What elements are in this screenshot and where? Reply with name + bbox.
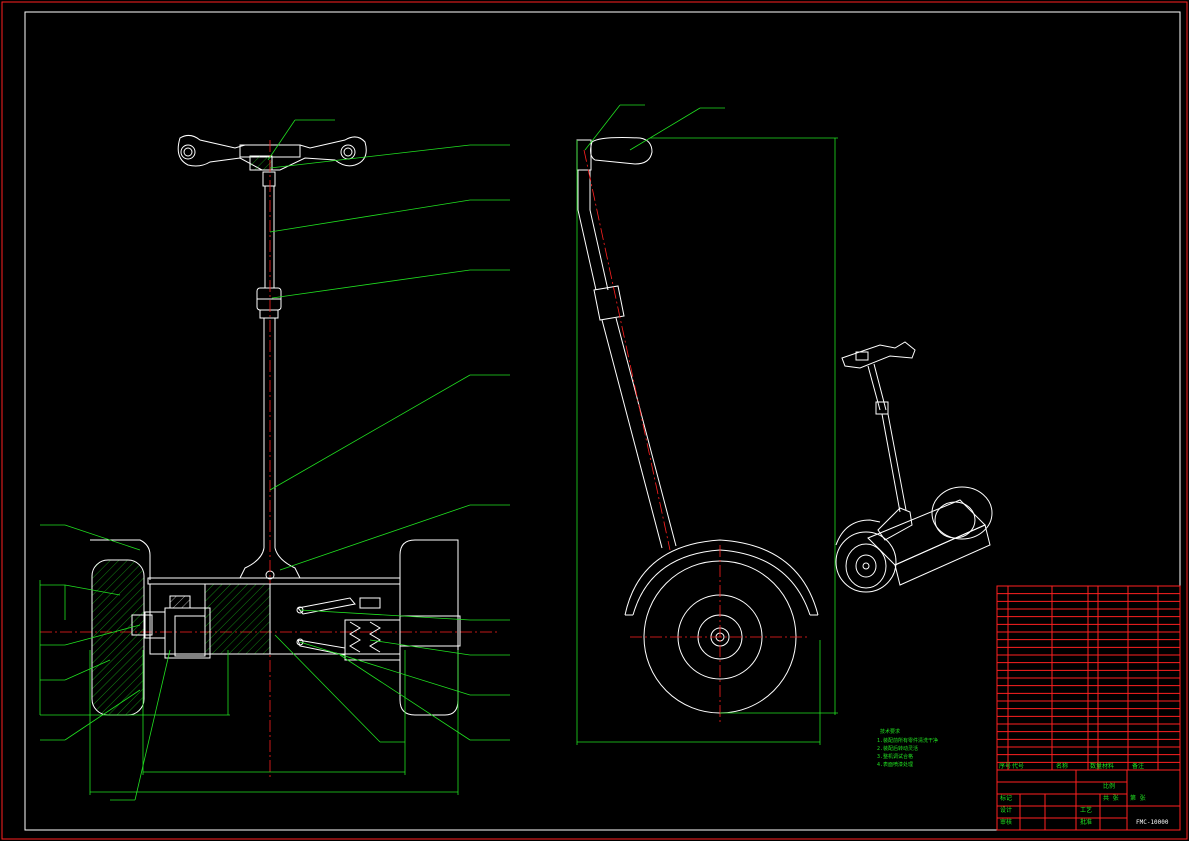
parts-list-header-cell: 数量 xyxy=(1090,762,1102,770)
front-dimensions xyxy=(39,580,459,795)
parts-list-header-cell: 备注 xyxy=(1132,762,1144,770)
scale-label: 比例 xyxy=(1103,782,1115,790)
parts-list-header-cell: 序号 xyxy=(999,762,1011,770)
note-line-3: 3.整机调试合格 xyxy=(877,753,913,760)
notes-heading: 技术要求 xyxy=(880,728,900,735)
front-view xyxy=(39,119,510,801)
note-line-1: 1.装配前所有零件清洗干净 xyxy=(877,737,938,744)
parts-list: 序号代号 名称 数量材料 备注 xyxy=(996,585,1181,771)
title-row-label-1: 标记 xyxy=(1000,794,1012,802)
parts-list-header-cell: 材料 xyxy=(1102,762,1114,770)
note-line-4: 4.表面喷漆处理 xyxy=(877,761,913,768)
parts-list-header-cell: 名称 xyxy=(1056,762,1068,770)
side-view xyxy=(576,104,838,745)
side-handlebar xyxy=(576,137,653,171)
side-column xyxy=(577,149,677,551)
title-row-label-4: 工艺 xyxy=(1080,806,1092,814)
note-line-2: 2.装配后转动灵活 xyxy=(877,745,918,752)
steering-column-front xyxy=(239,171,301,580)
side-wheel xyxy=(630,545,810,725)
inner-frame xyxy=(24,11,1181,831)
title-block: 标记 设计 审核 工艺 批准 共 张 第 张 比例 FMC-10000 xyxy=(996,769,1181,831)
drawing-number: FMC-10000 xyxy=(1136,819,1169,826)
handlebar-front xyxy=(177,134,367,171)
side-fender xyxy=(624,539,819,616)
sheet-number: 第 张 xyxy=(1130,794,1146,802)
chassis-front xyxy=(147,577,401,661)
front-leaders xyxy=(40,119,510,801)
sheet-count: 共 张 xyxy=(1103,794,1119,802)
isometric-view xyxy=(835,341,993,593)
right-wheel-outline xyxy=(399,539,461,716)
title-row-label-3: 审核 xyxy=(1000,818,1012,826)
title-row-label-2: 设计 xyxy=(1000,806,1012,814)
left-wheel-section xyxy=(90,539,166,716)
parts-list-header-cell: 代号 xyxy=(1012,762,1024,770)
title-row-label-5: 批准 xyxy=(1080,818,1092,826)
technical-notes: 技术要求 1.装配前所有零件清洗干净 2.装配后转动灵活 3.整机调试合格 4.… xyxy=(877,728,938,768)
side-dimensions xyxy=(576,104,838,745)
